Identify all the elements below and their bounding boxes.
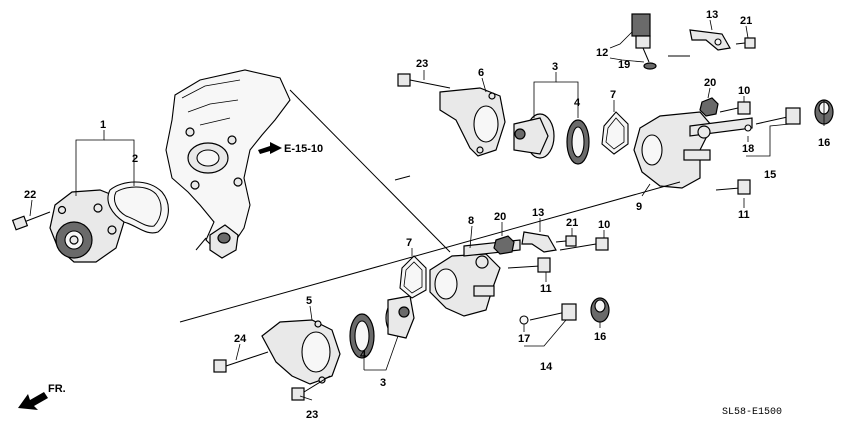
sensor-10-top: [719, 101, 751, 115]
callout-19: 19: [618, 59, 630, 71]
water-pump: [49, 189, 125, 263]
sensor-15-top: [744, 107, 801, 132]
engine-block: [165, 69, 291, 259]
callout-numbers: 1 2 22 23 6 3 4 7 12 19 13 21 20 10 16 1…: [24, 9, 830, 421]
bolt-24: [213, 351, 269, 373]
callout-4-top: 4: [574, 97, 581, 109]
bolt-21-bot: [555, 235, 577, 247]
callout-11-bot: 11: [540, 283, 552, 295]
front-direction-arrow-icon: [18, 392, 48, 410]
callout-24: 24: [234, 333, 247, 345]
callout-5: 5: [306, 295, 312, 307]
callout-22: 22: [24, 189, 36, 201]
callout-12: 12: [596, 47, 608, 59]
thermostat-3-bot: [385, 295, 415, 339]
bolt-23-top: [397, 73, 451, 89]
thermostat-housing-5: [261, 319, 341, 385]
front-label: FR.: [48, 383, 66, 395]
callout-15: 15: [764, 169, 776, 181]
callout-4-bot: 4: [360, 349, 367, 361]
callout-13-bot: 13: [532, 207, 544, 219]
sensor-12: [631, 13, 651, 63]
sensor-11-bot: [507, 257, 551, 273]
callout-18: 18: [742, 143, 754, 155]
washer-17: [519, 315, 529, 325]
bracket-13-bot: [521, 231, 557, 253]
callout-10-top: 10: [738, 85, 750, 97]
callout-3-top: 3: [552, 61, 558, 73]
reference-arrow-icon: [258, 142, 282, 154]
callout-17: 17: [518, 333, 530, 345]
nut-20-bot: [493, 235, 515, 255]
sensor-10-bot: [559, 237, 609, 251]
reference-label: E-15-10: [284, 143, 323, 155]
callout-16-top: 16: [818, 137, 830, 149]
nut-20-top: [699, 97, 719, 117]
callout-13-top: 13: [706, 9, 718, 21]
water-pump-gasket: [107, 181, 169, 234]
callout-3-bot: 3: [380, 377, 386, 389]
gasket-7-top: [601, 111, 629, 155]
callout-20-top: 20: [704, 77, 716, 89]
callout-16-bot: 16: [594, 331, 606, 343]
cap-16-bot: [590, 297, 610, 323]
callout-7-bot: 7: [406, 237, 412, 249]
callout-7-top: 7: [610, 89, 616, 101]
callout-14: 14: [540, 361, 553, 373]
callout-23-top: 23: [416, 58, 428, 70]
seal-4-top: [566, 119, 590, 165]
callout-1: 1: [100, 119, 106, 131]
thermostat-3-top: [513, 113, 555, 159]
bolt-21-top: [735, 37, 756, 49]
callout-9: 9: [636, 201, 642, 213]
callout-10-bot: 10: [598, 219, 610, 231]
water-outlet-9: [633, 111, 753, 189]
seal-4-bot: [349, 313, 375, 359]
bolt-22: [11, 211, 51, 231]
callout-6: 6: [478, 67, 484, 79]
diagram-code: SL58-E1500: [722, 407, 782, 418]
gasket-7-bot: [399, 255, 427, 299]
sensor-11-top: [715, 179, 751, 195]
callout-20-bot: 20: [494, 211, 506, 223]
callout-2: 2: [132, 153, 138, 165]
sensor-14: [529, 303, 577, 321]
callout-8: 8: [468, 215, 474, 227]
callout-21-top: 21: [740, 15, 752, 27]
bracket-13-top: [689, 29, 731, 51]
callout-11-top: 11: [738, 209, 750, 221]
divider-lines: [179, 55, 690, 323]
callout-21-bot: 21: [566, 217, 578, 229]
o-ring-19: [643, 62, 657, 70]
leader-lines: [29, 19, 825, 401]
thermostat-housing-6: [439, 87, 506, 157]
callout-23-bot: 23: [306, 409, 318, 421]
bolt-23-bot: [291, 375, 331, 401]
